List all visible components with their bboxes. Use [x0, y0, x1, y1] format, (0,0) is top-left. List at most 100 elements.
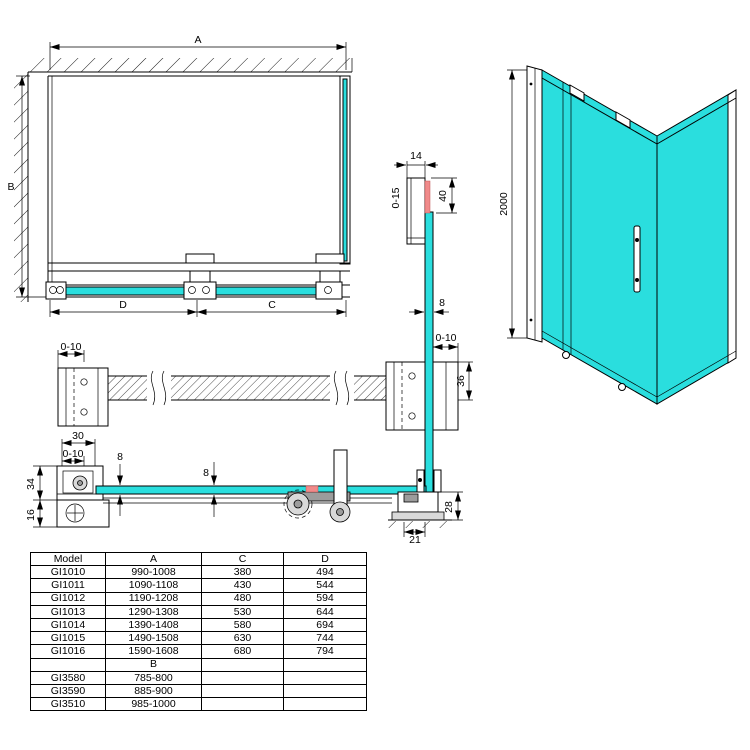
screw-hole [80, 378, 88, 386]
col-header-a: A [105, 551, 202, 567]
right-wall-profile [339, 75, 351, 265]
dim-40: 40 [431, 177, 457, 214]
screw-hole [80, 408, 88, 416]
dim-30-label: 30 [72, 430, 84, 442]
dim-16-label: 16 [25, 509, 37, 521]
dim-8-wall-label: 8 [117, 451, 123, 463]
dim-14: 14 [394, 150, 438, 178]
dim-34-label: 34 [25, 478, 37, 490]
dim-b: B [7, 75, 46, 298]
roller-housing-3d [569, 84, 585, 102]
bottom-rail [45, 281, 350, 300]
floor-profile-base [391, 511, 445, 521]
col-header-model: Model [30, 551, 106, 567]
left-stile [47, 76, 53, 284]
roller-carriage [185, 253, 215, 264]
base-plate [56, 499, 110, 528]
track-rail [48, 253, 350, 283]
adjustment-zone [424, 180, 431, 214]
dim-28: 28 [440, 491, 463, 521]
dim-40-label: 40 [437, 190, 449, 202]
dim-0-10-left: 0-10 [57, 341, 85, 368]
roller-carriage [315, 253, 345, 264]
front-view: A B D C [7, 34, 353, 317]
dim-34: 34 [25, 465, 57, 501]
dim-8-mid: 8 [203, 462, 217, 517]
floor-detail-left [56, 465, 392, 528]
dim-14-label: 14 [410, 150, 422, 162]
plan-section-dims: 0-10 0-10 36 [57, 332, 473, 401]
screw-hole [408, 372, 416, 380]
dim-b-label: B [7, 181, 14, 193]
glass-pane-horizontal-section [95, 485, 427, 495]
bottom-roller-3d [618, 383, 626, 391]
roller-carriage-detail [283, 449, 351, 523]
dim-glass-8: 8 [409, 297, 449, 315]
wall-hatch-left [14, 72, 29, 302]
dim-a-label: A [194, 34, 201, 46]
dim-2000: 2000 [498, 69, 528, 339]
bottom-roller-3d [562, 351, 570, 359]
dim-0-15-label: 0-15 [390, 187, 402, 208]
screw [529, 318, 533, 322]
glass-clamp [433, 469, 442, 493]
perspective-view: 2000 [498, 65, 737, 405]
screw [418, 478, 422, 482]
dim-0-10-floor-label: 0-10 [62, 448, 83, 460]
anchor-hole [65, 503, 85, 523]
floor-detail-dims: 30 0-10 34 16 8 8 [25, 430, 217, 528]
dim-8-mid-label: 8 [203, 467, 209, 479]
plan-section [57, 361, 459, 431]
rail-tube [106, 370, 386, 406]
screw-hole [408, 412, 416, 420]
dim-8-wall: 8 [117, 451, 123, 516]
wall-bracket-right [385, 361, 459, 431]
dim-16: 16 [25, 500, 57, 528]
dim-0-10-left-label: 0-10 [60, 341, 81, 353]
dim-2000-label: 2000 [498, 192, 510, 216]
dim-c-label: C [268, 299, 276, 311]
carriage-plate [333, 449, 348, 509]
dim-21-label: 21 [409, 534, 421, 546]
dim-a: A [49, 34, 347, 70]
bottom-bracket [45, 281, 67, 300]
break-lines [147, 370, 354, 406]
dim-28-label: 28 [443, 501, 455, 513]
wall-bracket-left [57, 367, 109, 427]
top-rail-3d [541, 77, 658, 145]
wall-profile-3d [526, 65, 543, 343]
bottom-bracket [315, 281, 343, 300]
carriage-bar [287, 491, 351, 502]
floor-detail-right: 28 21 [388, 469, 463, 546]
gasket [305, 485, 319, 493]
dim-d-label: D [119, 299, 127, 311]
wall-hatch-top [28, 58, 353, 73]
dim-36-label: 36 [455, 375, 467, 387]
screw [529, 82, 533, 86]
dim-0-10-right: 0-10 [432, 332, 459, 362]
glass-pane-vertical-section [424, 211, 434, 503]
spec-table-header: Model A C D [30, 551, 367, 567]
dim-21: 21 [403, 522, 426, 546]
dim-d-c: D C [49, 299, 347, 317]
wall-profile-section [406, 177, 426, 245]
dim-0-10-floor: 0-10 [62, 448, 85, 466]
table-section-row-b: B [30, 657, 367, 672]
wall-profile-detail: 14 0-15 40 8 [390, 150, 457, 315]
dim-0-10-right-label: 0-10 [435, 332, 456, 344]
wall-bracket-floor [56, 465, 110, 528]
